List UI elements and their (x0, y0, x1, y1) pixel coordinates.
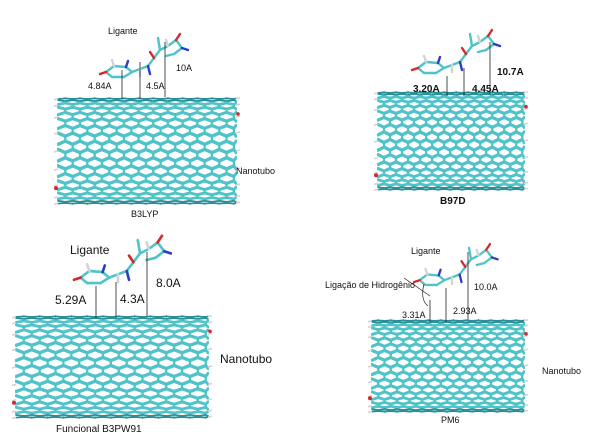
hbond-label: Ligação de Hidrogênio (325, 280, 416, 290)
ligand-label: Ligante (411, 246, 441, 256)
distance-label-2: 2.93A (453, 306, 477, 316)
ligand-label: Ligante (108, 26, 138, 36)
distance-label-2: 4.5A (146, 81, 165, 91)
distance-label-1: 5.29A (55, 293, 87, 307)
distance-lines-b3pw91 (95, 252, 148, 318)
distance-label-2: 4.3A (120, 292, 145, 306)
distance-lines-b97d (446, 42, 491, 96)
nanotube-label: Nanotubo (542, 366, 582, 376)
distance-label-1: 4.84A (88, 81, 112, 91)
ligand-label: Ligante (70, 243, 110, 257)
distance-label-1: 3.20A (413, 84, 440, 95)
distance-label-3: 8.0A (156, 276, 181, 290)
distance-label-2: 4.45A (472, 84, 499, 95)
distance-lines-pm6 (403, 252, 469, 322)
distance-label-3: 10.7A (497, 67, 524, 78)
method-label: B97D (440, 196, 466, 207)
method-label: PM6 (441, 415, 460, 425)
nanotube-label: Nanotubo (236, 166, 276, 176)
distance-label-3: 10A (176, 63, 193, 73)
method-label: B3LYP (131, 209, 159, 219)
nanotube-label: Nanotubo (220, 352, 273, 366)
distance-lines-b3lyp (121, 42, 166, 99)
distance-label-3: 10.0A (474, 282, 498, 292)
method-label: Funcional B3PW91 (56, 424, 142, 435)
distance-label-1: 3.31A (402, 310, 426, 320)
